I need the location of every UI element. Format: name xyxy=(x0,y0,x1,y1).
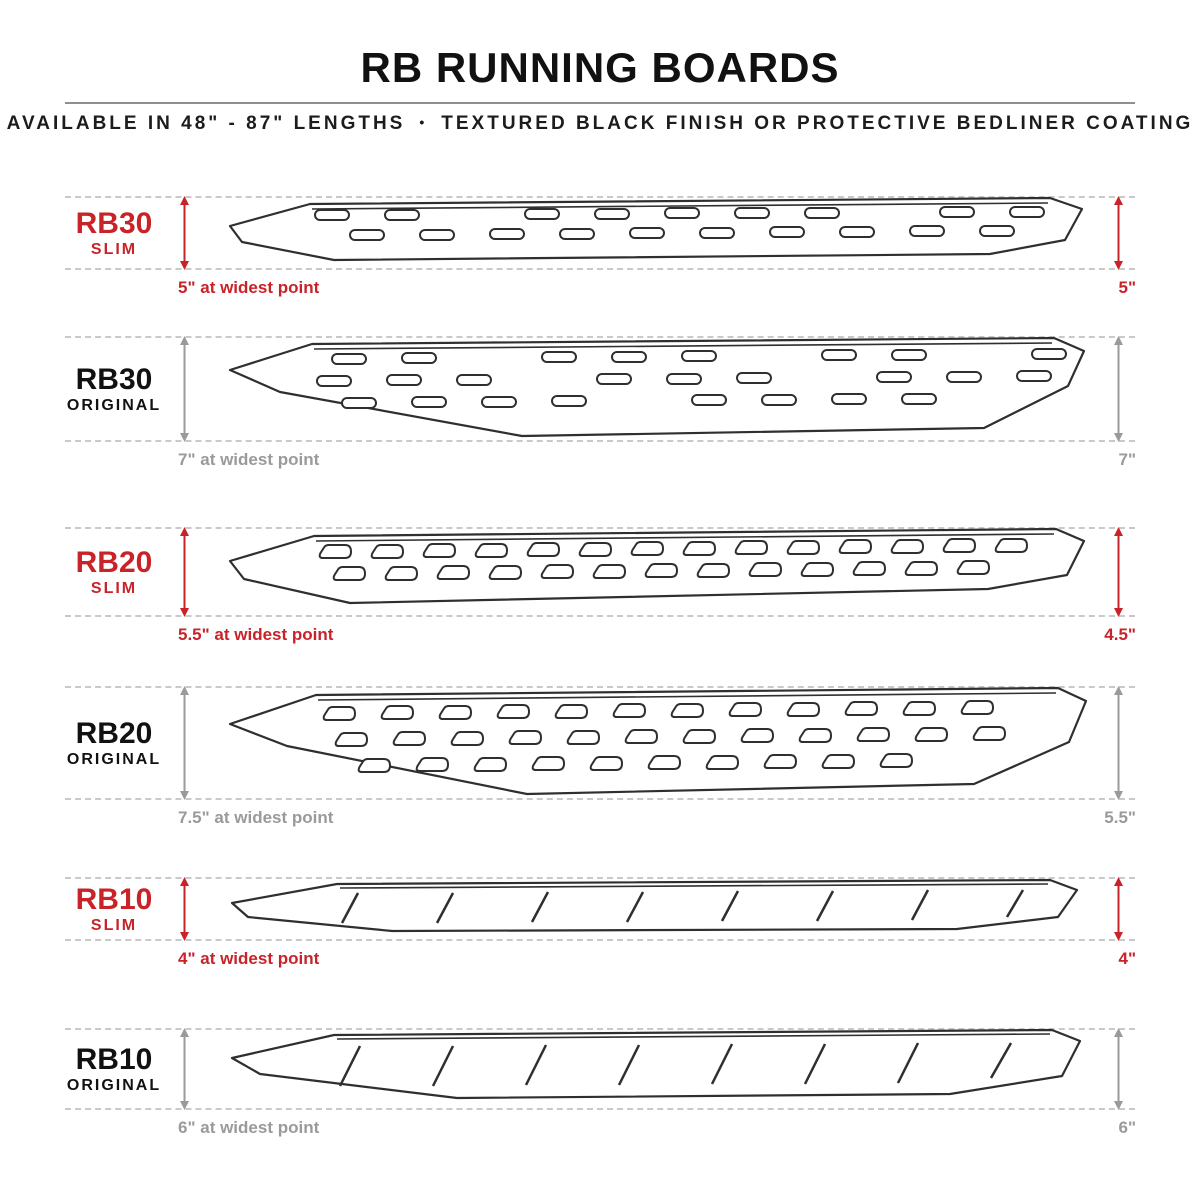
board-label: RB30 SLIM xyxy=(58,208,170,258)
variant-name: SLIM xyxy=(90,916,138,934)
variant-name: ORIGINAL xyxy=(66,750,162,768)
page-title: RB RUNNING BOARDS xyxy=(360,44,840,91)
height-value: 5" xyxy=(1118,278,1136,297)
measure-guide-dashes xyxy=(65,686,1135,800)
row-rb10-original: RB10 ORIGINAL 6" at widest point 6" xyxy=(0,1028,1200,1137)
variant-name: ORIGINAL xyxy=(66,396,162,414)
model-name: RB20 xyxy=(75,545,153,579)
row-rb10-slim: RB10 SLIM 4" at widest point 4" xyxy=(0,877,1200,968)
double-arrow-icon xyxy=(1114,527,1123,617)
double-arrow-icon xyxy=(180,1028,189,1110)
header: RB RUNNING BOARDS AVAILABLE IN 48" - 87"… xyxy=(0,0,1200,135)
board-drawing-rb10-original xyxy=(230,1028,1082,1100)
widest-point-note: 7.5" at widest point xyxy=(178,808,334,827)
board-label: RB30 ORIGINAL xyxy=(58,364,170,414)
double-arrow-icon xyxy=(1114,877,1123,941)
row-rb30-slim: RB30 SLIM 5" at widest point 5" xyxy=(0,196,1200,297)
double-arrow-icon xyxy=(180,196,189,270)
double-arrow-icon xyxy=(1114,196,1123,270)
measure-guide-dashes xyxy=(65,336,1135,442)
double-arrow-icon xyxy=(180,877,189,941)
double-arrow-icon xyxy=(180,527,189,617)
measure-guide-dashes xyxy=(65,196,1135,270)
model-name: RB30 xyxy=(75,206,153,240)
widest-point-note: 5.5" at widest point xyxy=(178,625,334,644)
double-arrow-icon xyxy=(180,686,189,800)
model-name: RB10 xyxy=(75,882,153,916)
row-rb30-original: RB30 ORIGINAL 7" at widest point 7" xyxy=(0,336,1200,469)
subtitle-finish: TEXTURED BLACK FINISH OR PROTECTIVE BEDL… xyxy=(441,113,1194,134)
board-drawing-rb10-slim xyxy=(230,878,1079,933)
variant-name: SLIM xyxy=(90,240,138,258)
variant-name: ORIGINAL xyxy=(66,1076,162,1094)
board-label: RB20 ORIGINAL xyxy=(58,718,170,768)
board-label: RB10 ORIGINAL xyxy=(58,1044,170,1094)
double-arrow-icon xyxy=(180,336,189,442)
bullet-separator-icon: • xyxy=(419,114,428,130)
board-label: RB10 SLIM xyxy=(58,884,170,934)
subtitle: AVAILABLE IN 48" - 87" LENGTHS • TEXTURED … xyxy=(0,113,1200,135)
measure-guide-dashes xyxy=(65,527,1135,617)
height-value: 7" xyxy=(1118,450,1136,469)
widest-point-note: 6" at widest point xyxy=(178,1118,320,1137)
widest-point-note: 5" at widest point xyxy=(178,278,320,297)
widest-point-note: 4" at widest point xyxy=(178,949,320,968)
model-name: RB20 xyxy=(75,716,153,750)
row-rb20-original: RB20 ORIGINAL 7.5" at xyxy=(0,686,1200,827)
height-value: 4.5" xyxy=(1104,625,1136,644)
subtitle-lengths: AVAILABLE IN 48" - 87" LENGTHS xyxy=(6,113,406,134)
row-rb20-slim: RB20 SLIM 5.5" at widest point 4 xyxy=(0,527,1200,644)
height-value: 4" xyxy=(1118,949,1136,968)
model-name: RB30 xyxy=(75,362,153,396)
model-name: RB10 xyxy=(75,1042,153,1076)
widest-point-note: 7" at widest point xyxy=(178,450,320,469)
double-arrow-icon xyxy=(1114,686,1123,800)
height-value: 5.5" xyxy=(1104,808,1136,827)
variant-name: SLIM xyxy=(90,579,138,597)
board-drawing-rb30-original xyxy=(228,336,1086,438)
board-drawing-rb20-slim xyxy=(228,527,1086,605)
measure-guide-dashes xyxy=(65,877,1135,941)
double-arrow-icon xyxy=(1114,1028,1123,1110)
title-divider xyxy=(65,102,1135,104)
board-drawing-rb30-slim xyxy=(228,196,1084,262)
board-drawing-rb20-original xyxy=(228,686,1088,796)
height-value: 6" xyxy=(1118,1118,1136,1137)
measure-guide-dashes xyxy=(65,1028,1135,1110)
double-arrow-icon xyxy=(1114,336,1123,442)
board-label: RB20 SLIM xyxy=(58,547,170,597)
